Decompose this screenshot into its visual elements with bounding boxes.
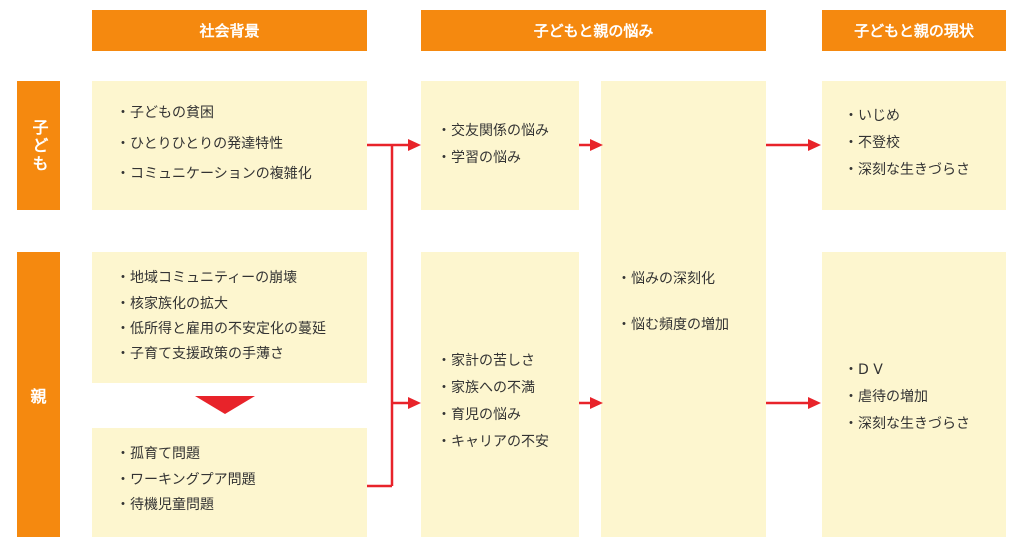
list-item: ・ワーキングプア問題 (116, 472, 256, 488)
arrow-right-icon (808, 139, 821, 151)
box-child-status: ・いじめ ・不登校 ・深刻な生きづらさ (822, 81, 1006, 210)
header-status: 子どもと親の現状 (822, 10, 1006, 51)
list-item: ・深刻な生きづらさ (844, 416, 970, 432)
list-item: ・家計の苦しさ (437, 353, 535, 369)
box-parent-worries: ・家計の苦しさ ・家族への不満 ・育児の悩み ・キャリアの不安 (421, 252, 579, 537)
list-item: ・育児の悩み (437, 407, 521, 423)
list-item: ・子どもの貧困 (116, 105, 214, 121)
list-item: ・キャリアの不安 (437, 434, 549, 450)
box-parent-problems: ・孤育て問題 ・ワーキングプア問題 ・待機児童問題 (92, 428, 367, 537)
list-item: ・孤育て問題 (116, 446, 200, 462)
list-item: ・悩む頻度の増加 (617, 317, 729, 333)
arrow-right-icon (408, 139, 421, 151)
list-item: ・待機児童問題 (116, 497, 214, 513)
list-item: ・悩みの深刻化 (617, 271, 715, 287)
list-item: ・地域コミュニティーの崩壊 (116, 270, 298, 286)
list-item: ・虐待の増加 (844, 389, 928, 405)
row-label-child: 子ども (17, 81, 60, 210)
list-item: ・学習の悩み (437, 150, 521, 166)
list-item: ・コミュニケーションの複雑化 (116, 166, 312, 182)
list-item: ・不登校 (844, 135, 900, 151)
row-label-child-text: 子ども (29, 118, 49, 173)
list-item: ・核家族化の拡大 (116, 296, 228, 312)
list-item: ・D V (844, 362, 883, 378)
header-social-background: 社会背景 (92, 10, 367, 51)
list-item: ・家族への不満 (437, 380, 535, 396)
box-common-worries: ・悩みの深刻化 ・悩む頻度の増加 (601, 81, 766, 537)
header-worries-label: 子どもと親の悩み (533, 22, 654, 40)
arrow-right-icon (808, 397, 821, 409)
header-social-background-label: 社会背景 (199, 22, 260, 40)
list-item: ・ひとりひとりの発達特性 (116, 136, 284, 152)
list-item: ・交友関係の悩み (437, 123, 549, 139)
box-parent-status: ・D V ・虐待の増加 ・深刻な生きづらさ (822, 252, 1006, 537)
list-item: ・深刻な生きづらさ (844, 162, 970, 178)
row-label-parent: 親 (17, 252, 60, 537)
header-worries: 子どもと親の悩み (421, 10, 766, 51)
box-child-background: ・子どもの貧困 ・ひとりひとりの発達特性 ・コミュニケーションの複雑化 (92, 81, 367, 210)
box-parent-background: ・地域コミュニティーの崩壊 ・核家族化の拡大 ・低所得と雇用の不安定化の蔓延 ・… (92, 252, 367, 383)
list-item: ・子育て支援政策の手薄さ (116, 346, 284, 362)
header-status-label: 子どもと親の現状 (854, 22, 974, 40)
row-label-parent-text: 親 (30, 386, 47, 406)
list-item: ・いじめ (844, 108, 900, 124)
list-item: ・低所得と雇用の不安定化の蔓延 (116, 321, 326, 337)
arrow-down-icon (195, 396, 255, 414)
box-child-worries: ・交友関係の悩み ・学習の悩み (421, 81, 579, 210)
arrow-right-icon (408, 397, 421, 409)
